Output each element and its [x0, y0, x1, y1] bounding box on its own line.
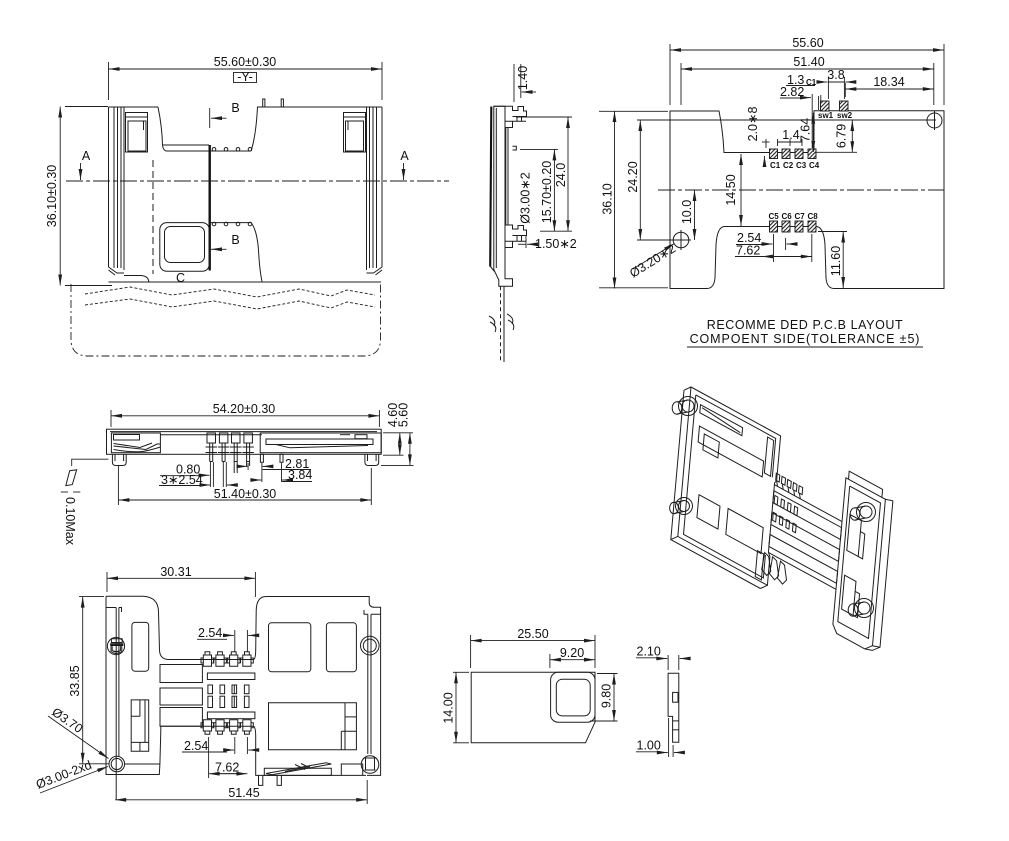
svg-text:55.60±0.30: 55.60±0.30 — [214, 55, 277, 69]
svg-text:18.34: 18.34 — [873, 75, 904, 89]
svg-text:C2: C2 — [783, 161, 794, 170]
svg-text:1.50∗2: 1.50∗2 — [535, 237, 577, 251]
svg-text:C5: C5 — [769, 212, 780, 221]
svg-text:30.31: 30.31 — [160, 565, 191, 579]
svg-text:10.0: 10.0 — [680, 200, 694, 224]
svg-text:B: B — [231, 233, 239, 247]
svg-text:sw1: sw1 — [818, 111, 834, 120]
svg-text:5.60: 5.60 — [397, 403, 411, 427]
svg-text:51.45: 51.45 — [228, 786, 259, 800]
svg-text:0.80: 0.80 — [176, 463, 200, 477]
svg-text:1.4: 1.4 — [782, 128, 799, 142]
svg-text:0.10Max: 0.10Max — [63, 497, 77, 546]
svg-text:A: A — [400, 149, 409, 163]
svg-text:2.54: 2.54 — [198, 626, 222, 640]
svg-text:2.10: 2.10 — [637, 645, 661, 659]
svg-text:9.20: 9.20 — [560, 646, 584, 660]
svg-text:Ø3.00∗2: Ø3.00∗2 — [519, 172, 533, 224]
svg-text:24.20: 24.20 — [626, 161, 640, 192]
svg-text:6.79: 6.79 — [835, 124, 849, 148]
svg-text:7.62: 7.62 — [215, 761, 239, 775]
svg-text:RECOMME DED P.C.B LAYOUT: RECOMME DED P.C.B LAYOUT — [707, 318, 904, 332]
svg-text:C: C — [176, 271, 185, 285]
svg-text:36.10: 36.10 — [601, 183, 615, 214]
svg-text:15.70±0.20: 15.70±0.20 — [540, 161, 554, 224]
svg-text:14.50: 14.50 — [724, 174, 738, 205]
svg-text:3.8: 3.8 — [827, 68, 844, 82]
svg-text:1.00: 1.00 — [637, 739, 661, 753]
svg-text:11.60: 11.60 — [829, 246, 843, 276]
svg-text:25.50: 25.50 — [517, 627, 548, 641]
svg-text:C4: C4 — [809, 161, 820, 170]
svg-text:51.40±0.30: 51.40±0.30 — [214, 487, 277, 501]
svg-text:C7: C7 — [795, 212, 806, 221]
svg-text:51.40: 51.40 — [793, 55, 824, 69]
svg-text:4.60: 4.60 — [386, 403, 400, 427]
svg-text:14.00: 14.00 — [442, 692, 456, 723]
svg-text:3.84: 3.84 — [288, 468, 312, 482]
svg-text:1.3: 1.3 — [787, 73, 804, 87]
svg-text:54.20±0.30: 54.20±0.30 — [213, 402, 276, 416]
svg-text:1.40: 1.40 — [516, 66, 530, 90]
svg-text:7.64: 7.64 — [799, 118, 813, 142]
svg-text:2.81: 2.81 — [285, 457, 309, 471]
svg-text:-Y-: -Y- — [237, 70, 253, 84]
svg-text:sw2: sw2 — [837, 111, 853, 120]
svg-text:B: B — [231, 101, 239, 115]
svg-text:55.60: 55.60 — [792, 36, 823, 50]
svg-text:2.54: 2.54 — [184, 739, 208, 753]
svg-text:2.54: 2.54 — [737, 231, 761, 245]
svg-text:24.0: 24.0 — [554, 163, 568, 187]
svg-text:3∗2.54: 3∗2.54 — [161, 473, 203, 487]
svg-text:C8: C8 — [808, 212, 819, 221]
svg-text:7.62: 7.62 — [736, 244, 760, 258]
svg-text:36.10±0.30: 36.10±0.30 — [45, 165, 59, 228]
svg-text:C1: C1 — [770, 161, 781, 170]
svg-text:A: A — [82, 149, 91, 163]
svg-text:C1: C1 — [806, 78, 817, 87]
svg-text:33.85: 33.85 — [68, 665, 82, 696]
svg-text:2.82: 2.82 — [780, 85, 804, 99]
svg-text:C6: C6 — [782, 212, 793, 221]
svg-text:C3: C3 — [796, 161, 807, 170]
svg-text:9.80: 9.80 — [600, 684, 614, 708]
svg-text:COMPOENT SIDE(TOLERANCE ±5): COMPOENT SIDE(TOLERANCE ±5) — [690, 332, 921, 346]
svg-text:2.0∗8: 2.0∗8 — [746, 107, 760, 142]
